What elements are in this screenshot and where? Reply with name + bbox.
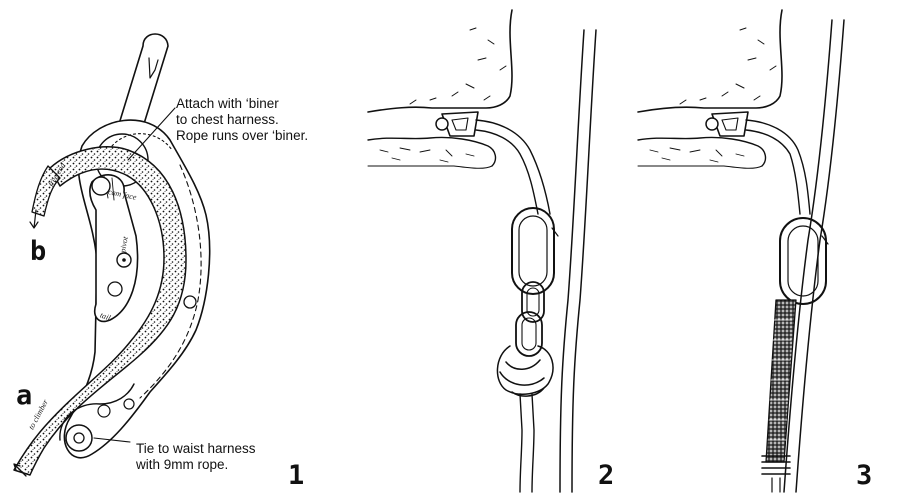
panel-number-2: 2: [598, 460, 615, 491]
carabiner-large: [779, 217, 827, 305]
callout-tie-waist-harness: Tie to waist harness with 9mm rope.: [136, 441, 256, 473]
label-b: b: [30, 236, 47, 267]
panel-1-clamp-device: [13, 33, 211, 477]
callout-attach-chest-harness: Attach with ‘biner to chest harness. Rop…: [176, 96, 308, 144]
panel-2-anchor-chain: [367, 9, 597, 493]
chock-nut: [441, 111, 479, 137]
label-a: a: [16, 380, 33, 411]
callout-line: Rope runs over ‘biner.: [176, 128, 309, 143]
chock-nut: [711, 111, 749, 137]
callout-line: Tie to waist harness: [136, 441, 256, 456]
prusik-wrap: [765, 299, 797, 463]
rope-panel-3: [783, 19, 833, 493]
rock-face: [637, 9, 783, 113]
rock-face: [367, 9, 513, 113]
panel-number-1: 1: [288, 460, 305, 491]
rope-panel-2: [559, 29, 585, 493]
knot-panel-2: [496, 345, 554, 397]
panel-number-3: 3: [856, 460, 873, 491]
callout-line: to chest harness.: [176, 112, 279, 127]
carabiner-large: [511, 207, 555, 295]
cam: [89, 173, 139, 323]
rope-through-device: [13, 146, 187, 476]
callout-line: with 9mm rope.: [136, 457, 229, 472]
callout-line: Attach with ‘biner: [176, 96, 279, 111]
panel-3-anchor-prusik: [637, 9, 845, 493]
